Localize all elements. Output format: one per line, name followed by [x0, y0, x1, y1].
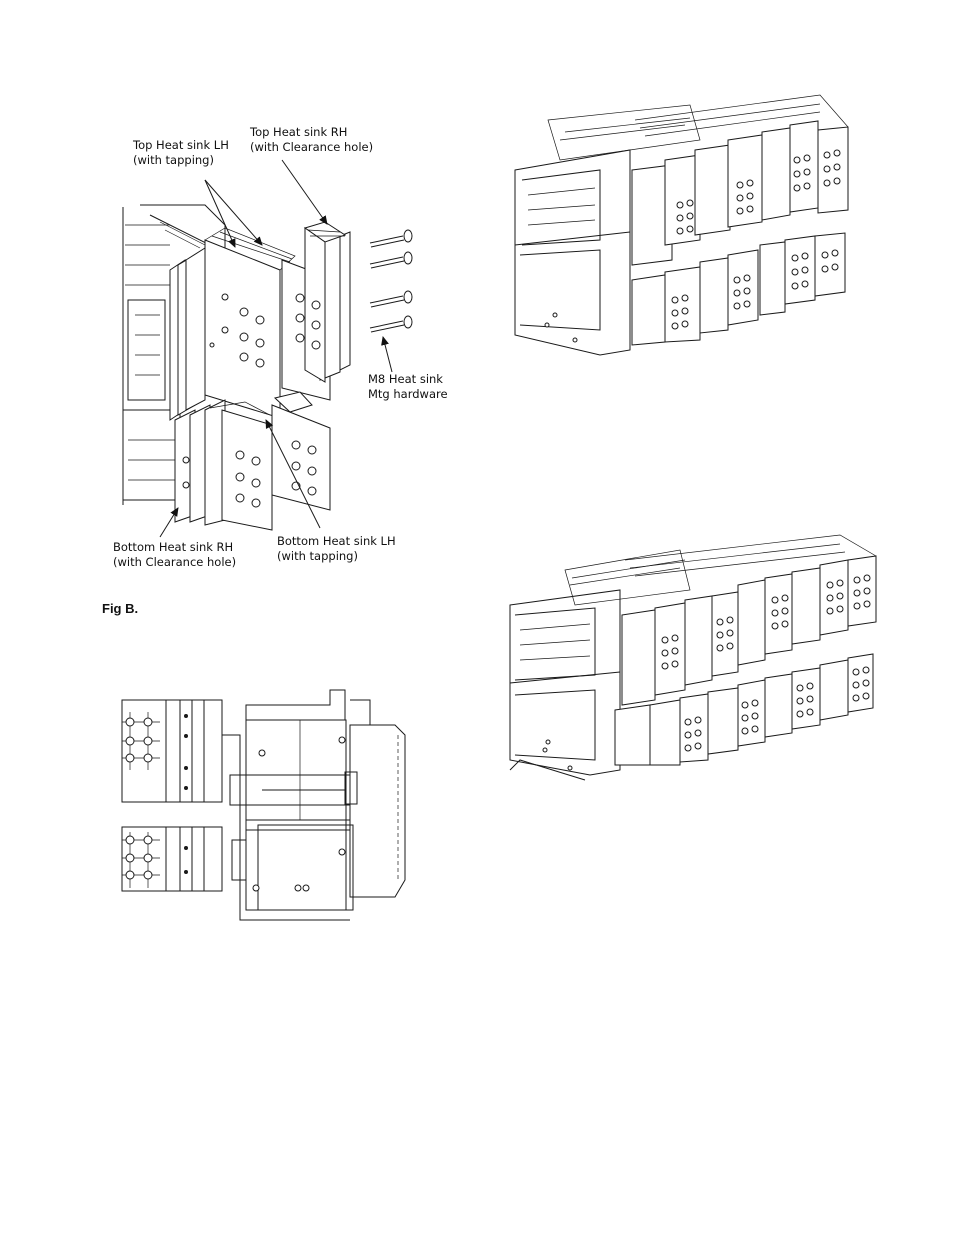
- bottom-heat-sink-rh-label: Bottom Heat sink RH (with Clearance hole…: [113, 540, 237, 569]
- top-heat-sink-rh-label: Top Heat sink RH (with Clearance hole): [250, 125, 374, 154]
- m8-bolts: [369, 229, 413, 333]
- bottom-heat-sink-lh-label: Bottom Heat sink LH (with tapping): [277, 534, 396, 563]
- top-row-heat-sinks: [631, 94, 849, 266]
- bottom-row-heat-sinks: [631, 232, 846, 346]
- top-heat-sink-rh: [281, 221, 351, 401]
- upper-hole-grid: [122, 712, 188, 790]
- lower-hole-grid: [122, 832, 188, 888]
- leader-arrows: [159, 159, 393, 538]
- upper-row-heat-sinks-2: [621, 534, 877, 706]
- top-heat-sink-lh-label: Top Heat sink LH (with tapping): [133, 138, 229, 167]
- lower-row-heat-sinks-2: [614, 653, 874, 766]
- bottom-heat-sinks: [174, 391, 331, 531]
- m8-hardware-label: M8 Heat sink Mtg hardware: [368, 372, 448, 401]
- figure-caption: Fig B.: [102, 601, 139, 616]
